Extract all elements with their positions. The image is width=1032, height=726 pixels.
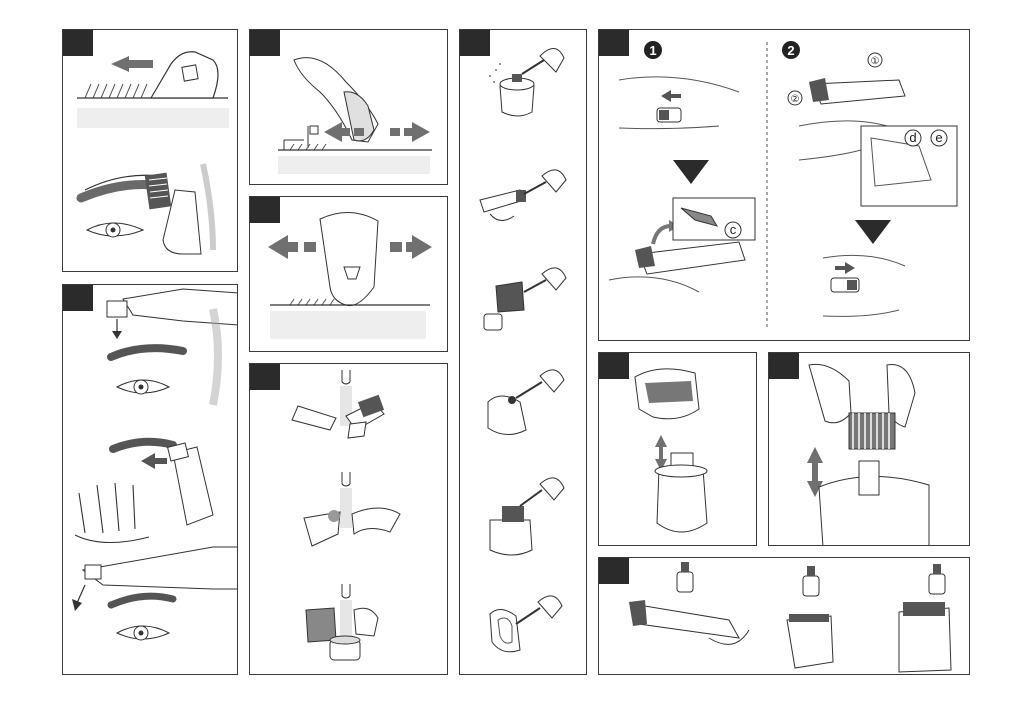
down-triangle-icon xyxy=(673,160,709,184)
illustration-rinse xyxy=(250,364,448,675)
illustration-attachment: 1 2 c ① ② d e xyxy=(599,30,970,341)
arrow-left-icon xyxy=(111,56,153,72)
illustration-eyebrow-trim xyxy=(63,285,238,675)
arrow-left-icon xyxy=(141,453,167,469)
illustration-brush-cleaning xyxy=(460,30,587,675)
panel-brush-cleaning xyxy=(459,29,587,675)
panel-replace-head-large xyxy=(768,352,970,546)
panel-flat-shave xyxy=(249,196,448,352)
faucet-icon xyxy=(342,370,350,384)
panel-rinse-parts xyxy=(249,363,448,675)
illustration-perpendicular xyxy=(250,30,448,185)
down-triangle-icon xyxy=(855,220,891,244)
callout-c-label: c xyxy=(730,222,737,237)
arrow-left-icon xyxy=(661,90,681,102)
illustration-skin-trim xyxy=(63,30,238,272)
marker-circled-two: ② xyxy=(791,94,800,105)
step-one-label: 1 xyxy=(649,43,656,58)
panel-skin-trim-and-eyebrow xyxy=(62,29,238,272)
panel-eyebrow-trim xyxy=(62,284,238,675)
illustration-flat-shave xyxy=(250,197,448,352)
illustration-oiling xyxy=(599,558,970,675)
illustration-head-small xyxy=(599,353,757,546)
arrow-curve-icon xyxy=(653,226,671,244)
callout-e-label: e xyxy=(935,130,942,145)
arrow-right-icon xyxy=(835,262,855,274)
marker-circled-one: ① xyxy=(871,56,880,67)
panel-perpendicular-shave xyxy=(249,29,448,185)
panel-replace-head-small xyxy=(598,352,757,546)
panel-detach-attach-comb: 1 2 c ① ② d e xyxy=(598,29,970,341)
panel-oiling xyxy=(598,557,970,675)
double-arrow-vertical-icon xyxy=(655,435,667,471)
step-two-label: 2 xyxy=(787,43,794,58)
callout-d-label: d xyxy=(909,130,916,145)
illustration-head-large xyxy=(769,353,970,546)
